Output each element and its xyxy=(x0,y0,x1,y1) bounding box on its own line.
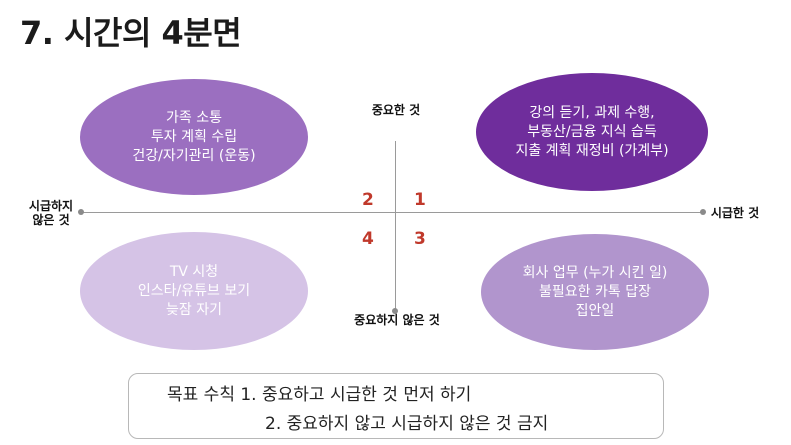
quadrant-1-item: 지출 계획 재정비 (가계부) xyxy=(515,142,669,159)
quadrant-4-item: 인스타/유튜브 보기 xyxy=(137,282,251,299)
axis-label-urgent: 시급한 것 xyxy=(710,206,760,220)
quadrant-number-4: 4 xyxy=(362,229,374,249)
quadrant-2-item: 투자 계획 수립 xyxy=(150,128,238,145)
axis-label-not-important: 중요하지 않은 것 xyxy=(354,313,440,327)
quadrant-3-item: 집안일 xyxy=(575,302,615,319)
goal-rule-1: 목표 수칙 1. 중요하고 시급한 것 먼저 하기 xyxy=(167,385,472,405)
quadrant-4-ellipse: TV 시청 인스타/유튜브 보기 늦잠 자기 xyxy=(80,232,308,350)
quadrant-3-item: 회사 업무 (누가 시킨 일) xyxy=(522,264,668,281)
axis-label-not-urgent: 시급하지 않은 것 xyxy=(28,199,74,227)
quadrant-number-1: 1 xyxy=(414,190,426,210)
goal-rule-2: 2. 중요하지 않고 시급하지 않은 것 금지 xyxy=(265,414,549,434)
quadrant-2-item: 건강/자기관리 (운동) xyxy=(132,147,256,164)
axis-left-dot xyxy=(78,209,84,215)
goal-box: 목표 수칙 1. 중요하고 시급한 것 먼저 하기 2. 중요하지 않고 시급하… xyxy=(128,373,664,439)
quadrant-2-item: 가족 소통 xyxy=(166,109,222,126)
quadrant-number-3: 3 xyxy=(414,229,426,249)
quadrant-2-ellipse: 가족 소통 투자 계획 수립 건강/자기관리 (운동) xyxy=(80,79,308,195)
axis-right-dot xyxy=(700,209,706,215)
quadrant-1-item: 강의 듣기, 과제 수행, xyxy=(529,104,655,121)
vertical-axis xyxy=(395,141,396,312)
axis-bottom-dot xyxy=(392,308,398,314)
page-title: 7. 시간의 4분면 xyxy=(20,14,242,52)
quadrant-1-ellipse: 강의 듣기, 과제 수행, 부동산/금융 지식 습득 지출 계획 재정비 (가계… xyxy=(476,73,708,191)
quadrant-3-item: 불필요한 카톡 답장 xyxy=(539,283,651,300)
quadrant-4-item: TV 시청 xyxy=(169,263,219,280)
quadrant-1-item: 부동산/금융 지식 습득 xyxy=(527,123,657,140)
quadrant-number-2: 2 xyxy=(362,190,374,210)
quadrant-3-ellipse: 회사 업무 (누가 시킨 일) 불필요한 카톡 답장 집안일 xyxy=(481,234,709,350)
horizontal-axis xyxy=(81,212,703,213)
axis-label-important: 중요한 것 xyxy=(371,103,421,117)
quadrant-4-item: 늦잠 자기 xyxy=(166,301,222,318)
